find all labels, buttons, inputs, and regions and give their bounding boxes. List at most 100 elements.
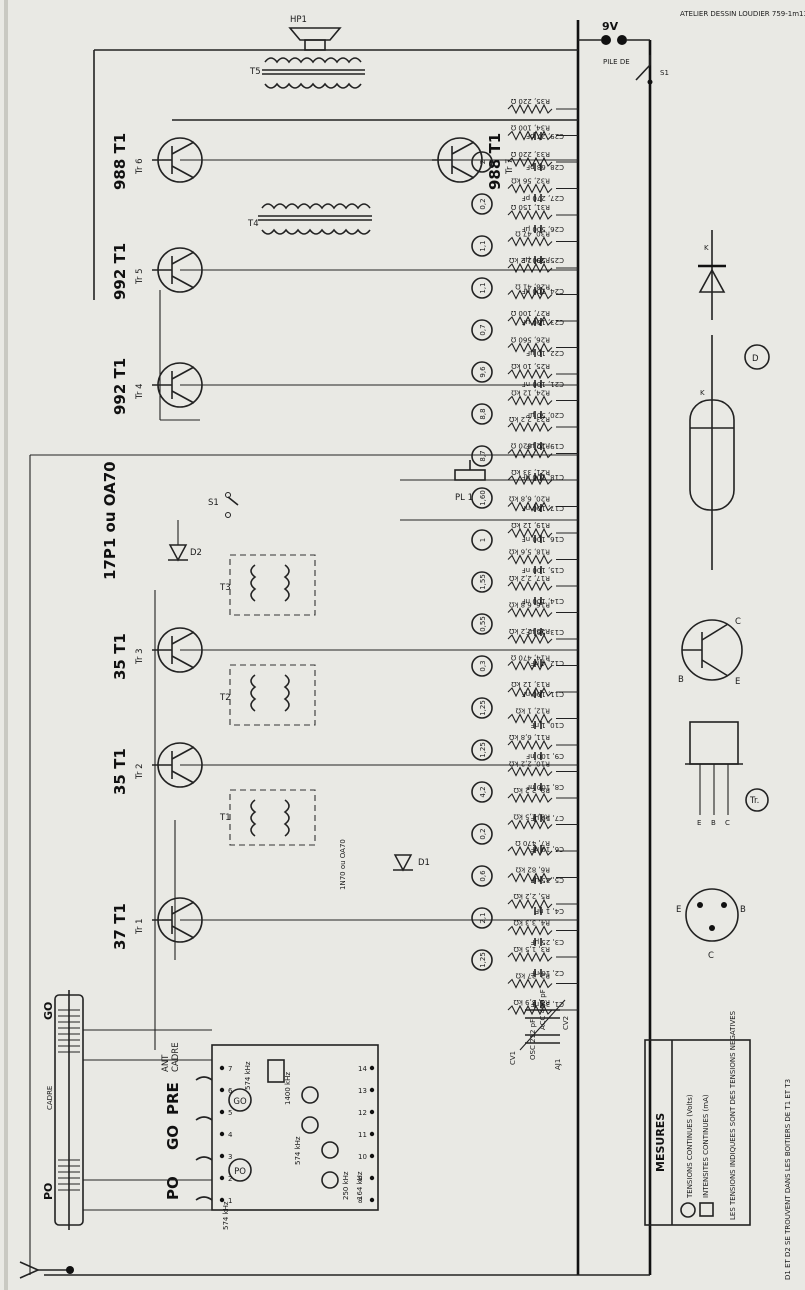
test-point — [471, 529, 493, 551]
legend-ma: INTENSITES CONTINUES (mA) — [702, 1094, 710, 1198]
resistor — [507, 448, 578, 459]
capacitor-label: C27, 270 pF — [522, 194, 564, 202]
resistor-label: R24, 12 kΩ — [511, 389, 550, 397]
sym-e: E — [735, 677, 740, 687]
capacitor — [534, 938, 542, 946]
capacitor-label: C6, 10 nF — [531, 845, 564, 853]
resistor — [507, 395, 578, 406]
capacitor-label: C20, 50 µF — [526, 411, 564, 419]
tr6-type: 988 T1 — [111, 133, 129, 190]
transformer-t1 — [229, 789, 316, 846]
tr2-type: 35 T1 — [111, 748, 129, 795]
t4-label: T4 — [247, 219, 259, 229]
diode-d2 — [168, 520, 188, 562]
resistor — [507, 130, 578, 141]
pos-go[interactable]: GO — [164, 1125, 182, 1150]
capacitor — [534, 163, 542, 171]
switch-contact — [219, 1175, 225, 1181]
diode-symbol — [698, 230, 726, 320]
test-point — [471, 151, 493, 173]
rod-po: PO — [42, 1183, 55, 1200]
transformer-t3 — [229, 554, 316, 616]
tr2-id: Tr 2 — [135, 763, 145, 780]
pl1-label: PL 1 — [455, 493, 473, 503]
capacitor — [534, 411, 542, 419]
capacitor — [534, 442, 542, 450]
antenna-icon — [19, 1261, 74, 1279]
resistor-label: R23, 2,2 kΩ — [508, 415, 550, 423]
test-point — [471, 865, 493, 887]
test-point — [471, 361, 493, 383]
capacitor-label: C24, 100 nF — [522, 287, 564, 295]
d2-type: 17P1 ou OA70 — [101, 461, 119, 580]
battery — [578, 35, 650, 45]
test-point — [471, 235, 493, 257]
resistor-label: R32, 56 kΩ — [511, 177, 550, 185]
capacitor — [534, 659, 542, 667]
resistor-label: R10, 2,2 kΩ — [508, 760, 550, 768]
capacitor-label: C28, 68 pF — [526, 163, 564, 171]
t2-label: T2 — [219, 693, 231, 703]
resistor-label: R22, 820 Ω — [510, 442, 550, 450]
capacitor — [534, 845, 542, 853]
pos-pre[interactable]: PRE — [164, 1082, 182, 1115]
rod-cadre: CADRE — [46, 1086, 54, 1110]
capacitor-label: C11, 100 nF — [522, 690, 564, 698]
diode-glass-body — [689, 335, 735, 570]
resistor-label: R34, 100 Ω — [510, 124, 550, 132]
capacitor-label: C18, 100 nF — [522, 473, 564, 481]
switch-contact-number: 2 — [228, 1175, 232, 1183]
switch-id: S1 — [660, 69, 669, 77]
switch-contact-number: 7 — [228, 1065, 232, 1073]
tr5-id: Tr 5 — [135, 268, 145, 285]
pos-ant[interactable]: ANT — [161, 1054, 171, 1072]
test-point — [471, 193, 493, 215]
tuning-capacitors[interactable] — [519, 999, 566, 1051]
bs-freq-2: 574 kHz — [222, 1201, 230, 1230]
switch-contact — [219, 1109, 225, 1115]
switch-contact — [369, 1087, 375, 1093]
resistor — [507, 554, 578, 565]
resistor-label: R6, 82 kΩ — [515, 866, 550, 874]
test-point-value: 0,3 — [479, 660, 487, 671]
test-point — [471, 487, 493, 509]
sym-c: C — [735, 617, 741, 627]
d2-label: D2 — [190, 548, 202, 558]
switch-contact-number: 6 — [228, 1087, 233, 1095]
capacitor-label: C2, 10 nF — [531, 969, 564, 977]
pos-cadre[interactable]: CADRE — [171, 1042, 181, 1072]
diode-d1 — [393, 854, 413, 872]
t3-label: T3 — [219, 583, 231, 593]
switch-contact-number: 13 — [358, 1087, 367, 1095]
pos-po[interactable]: PO — [164, 1176, 182, 1200]
switch-contact-number: 11 — [358, 1131, 367, 1139]
diode-k-label: K — [700, 389, 705, 397]
test-point-value: 1,55 — [479, 574, 487, 590]
switch-contact-number: 14 — [358, 1065, 367, 1073]
tr1-id: Tr 1 — [135, 918, 145, 935]
tr7-id: Tr 7 — [505, 158, 515, 175]
switch-contact-number: 8 — [358, 1197, 362, 1205]
switch-contact-number: 9 — [358, 1175, 362, 1183]
resistor — [507, 925, 578, 936]
bs-freq-4: 574 kHz — [244, 1061, 252, 1090]
speaker-hp1 — [288, 27, 342, 51]
capacitor-label: C15, 100 nF — [522, 566, 564, 574]
footnote: D1 ET D2 SE TROUVENT DANS LES BOITIERS D… — [784, 1079, 792, 1280]
transformer-t2 — [229, 664, 316, 726]
transistor-base-view — [685, 888, 739, 942]
d1-type: 1N70 ou OA70 — [339, 839, 347, 890]
resistor — [507, 580, 578, 592]
test-point-value: 1 — [479, 538, 487, 542]
power-switch[interactable] — [635, 55, 653, 85]
resistor-label: R15, 2,2 kΩ — [508, 627, 550, 635]
tr4-type: 992 T1 — [111, 358, 129, 415]
test-point-value: 0,2 — [479, 198, 487, 209]
capacitor-label: C9, 100 nF — [526, 752, 564, 760]
resistor — [507, 342, 578, 353]
diode-tag — [744, 344, 770, 370]
resistor-label: R11, 6,8 kΩ — [508, 733, 550, 741]
switch-s1[interactable] — [225, 492, 239, 518]
test-point-value: 1,25 — [479, 742, 487, 758]
potentiometer-pl1[interactable] — [454, 460, 486, 481]
